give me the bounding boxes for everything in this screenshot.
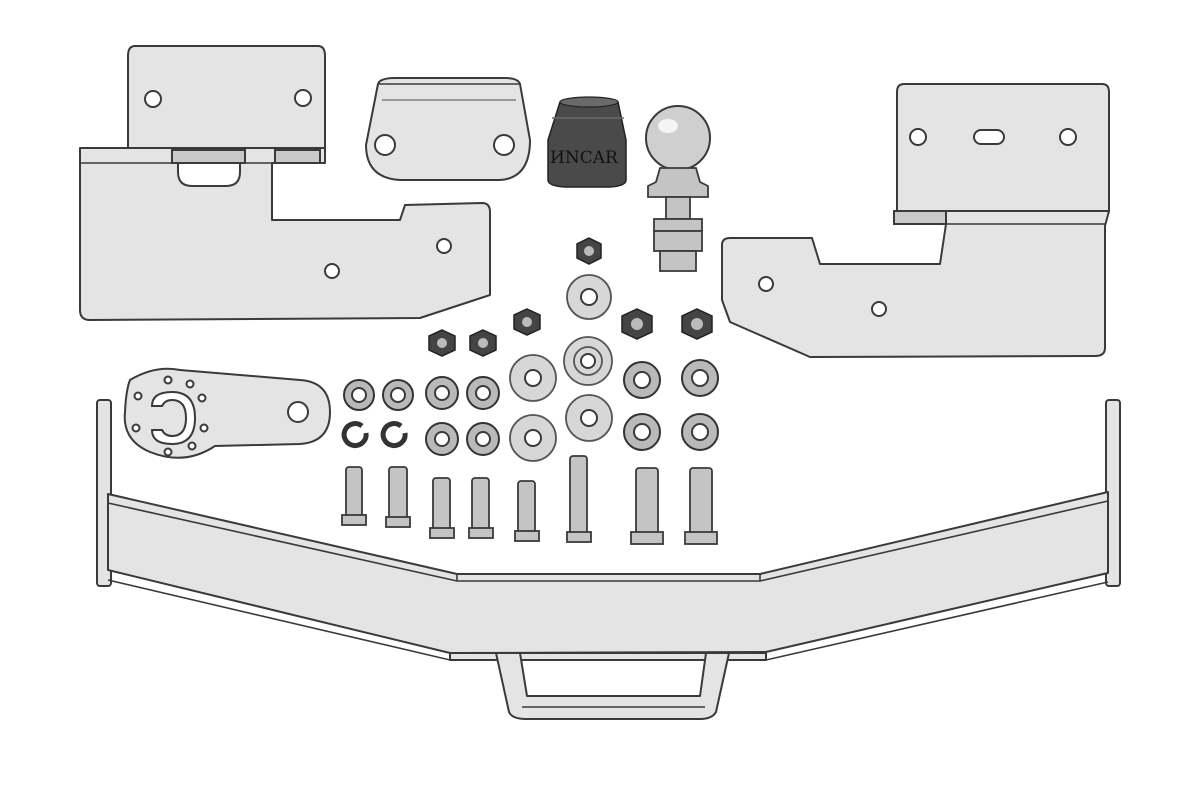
bolts — [341, 455, 718, 545]
nut — [621, 308, 653, 340]
right-bracket — [721, 83, 1110, 358]
bracket-hole — [1059, 128, 1077, 146]
bolt — [514, 480, 540, 542]
washer — [466, 422, 500, 456]
nut — [513, 308, 541, 336]
bracket-hole — [436, 238, 452, 254]
washer — [425, 422, 459, 456]
cross-beam — [96, 399, 1121, 720]
spring-washers — [341, 421, 408, 449]
nut — [681, 308, 713, 340]
nut — [469, 329, 497, 357]
bracket-hole — [324, 263, 340, 279]
bracket-hole — [294, 89, 312, 107]
bracket-hole — [144, 90, 162, 108]
bolt — [566, 455, 592, 543]
bracket-slot — [973, 129, 1005, 145]
bracket-hole — [871, 301, 887, 317]
tow-ball — [645, 105, 711, 272]
washer — [623, 413, 661, 451]
washer — [566, 274, 612, 320]
plate-hole — [374, 134, 396, 156]
washer — [509, 354, 557, 402]
nut — [428, 329, 456, 357]
washer — [563, 336, 613, 386]
bracket-hole — [909, 128, 927, 146]
washer — [382, 379, 414, 411]
bolt — [630, 467, 664, 545]
bracket-hole — [758, 276, 774, 292]
washer — [623, 361, 661, 399]
washer — [565, 394, 613, 442]
cap-brand-label: ИNCAR — [550, 148, 619, 168]
nuts — [428, 237, 713, 357]
bolt — [385, 466, 411, 528]
spring-washer — [341, 421, 369, 449]
nut — [576, 237, 602, 265]
bolt — [684, 467, 718, 545]
socket-plate — [123, 367, 331, 459]
washers — [343, 274, 719, 462]
plate-hole — [493, 134, 515, 156]
spring-washer — [380, 421, 408, 449]
washer — [509, 414, 557, 462]
washer — [425, 376, 459, 410]
washer — [466, 376, 500, 410]
bolt — [468, 477, 494, 539]
mount-plate — [365, 77, 531, 181]
washer — [681, 413, 719, 451]
ball-cap: ИNCAR — [547, 96, 627, 188]
left-bracket — [79, 45, 491, 321]
washer — [681, 359, 719, 397]
bolt — [429, 477, 455, 539]
bolt — [341, 466, 367, 526]
washer — [343, 379, 375, 411]
